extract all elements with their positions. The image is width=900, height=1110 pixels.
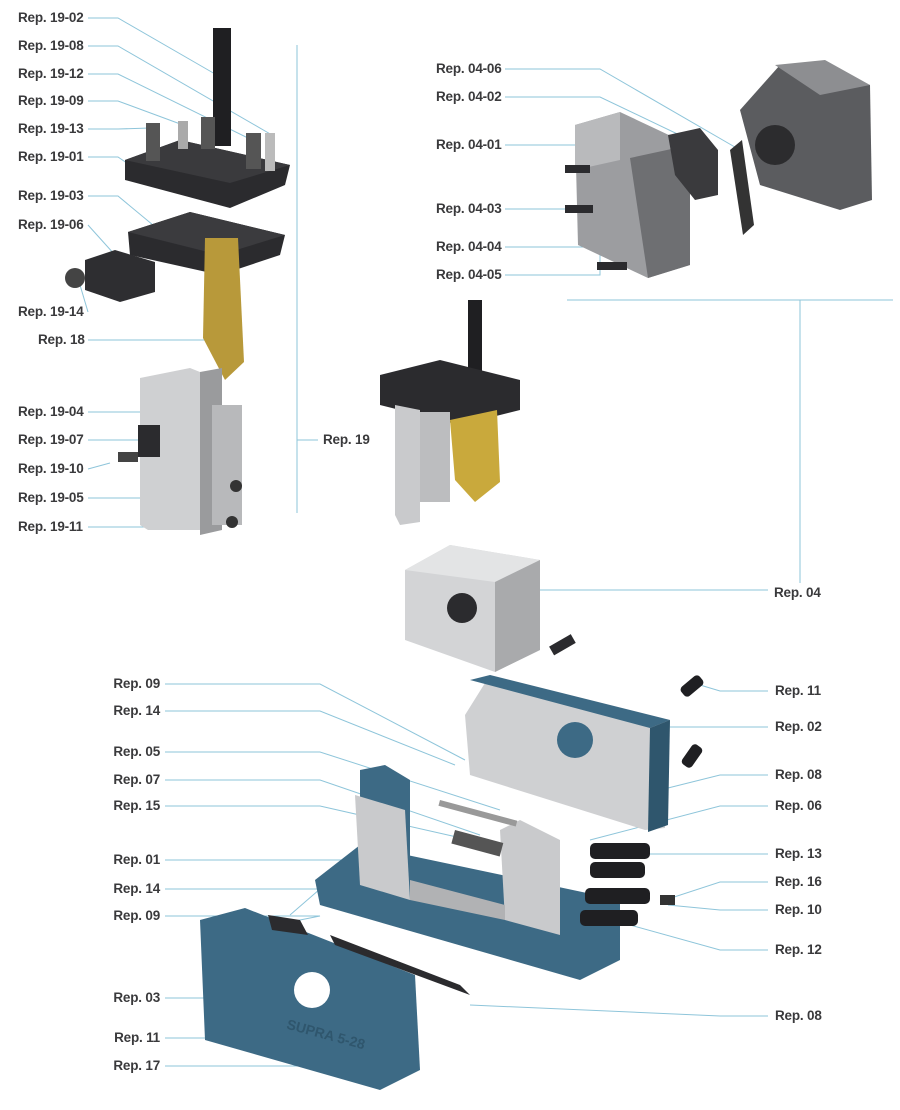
callout-label: Rep. 09	[113, 676, 160, 691]
callout-label: Rep. 19-11	[18, 519, 83, 534]
leader-line	[165, 683, 466, 761]
leader-line	[79, 284, 89, 313]
callout-label: Rep. 19-02	[18, 10, 84, 25]
leader-line	[505, 96, 691, 141]
leader-line	[88, 127, 151, 130]
callout-label: Rep. 02	[775, 719, 822, 734]
callout-label: Rep. 14	[113, 703, 160, 718]
assembly-04	[405, 545, 576, 672]
callout-label: Rep. 11	[775, 683, 821, 698]
part-19-screws	[146, 117, 275, 171]
leader-line	[165, 710, 456, 766]
part-03-jaw-plate: SUPRA 5-28	[200, 908, 420, 1090]
callout-label: Rep. 10	[775, 902, 822, 917]
callout-label: Rep. 19-04	[18, 404, 84, 419]
leader-line	[88, 17, 223, 79]
leader-line	[505, 270, 601, 276]
callout-label: Rep. 04-05	[436, 267, 502, 282]
callout-label: Rep. 08	[775, 1008, 822, 1023]
leader-line	[87, 224, 116, 256]
callout-label: Rep. 13	[775, 846, 822, 861]
part-04-06-plate	[730, 140, 754, 235]
part-08-09-gibs	[268, 915, 470, 995]
part-18-blade	[203, 238, 244, 380]
part-19-06-block	[65, 250, 155, 302]
callout-label: Rep. 04-01	[436, 137, 502, 152]
callout-label: Rep. 19-05	[18, 490, 84, 505]
callout-label: Rep. 19-06	[18, 217, 84, 232]
callout-label: Rep. 17	[113, 1058, 160, 1073]
part-04-01-block	[565, 112, 690, 278]
part-19-bracket-line	[296, 45, 893, 583]
leader-line	[664, 881, 768, 901]
callout-label: Rep. 04	[774, 585, 821, 600]
leader-line	[667, 904, 768, 911]
callout-label: Rep. 19-13	[18, 121, 84, 136]
part-19-04-body	[118, 368, 242, 535]
part-04-02-pad	[668, 128, 718, 200]
callout-label: Rep. 14	[113, 881, 160, 896]
leader-line	[165, 779, 481, 836]
callout-label: Rep. 04-02	[436, 89, 502, 104]
callout-label: Rep. 19-09	[18, 93, 84, 108]
leader-line	[629, 924, 768, 951]
callout-label: Rep. 19-12	[18, 66, 84, 81]
leader-line	[165, 751, 501, 811]
part-13-12-screws	[580, 843, 675, 926]
callout-label: Rep. 16	[775, 874, 822, 889]
callout-label: Rep. 01	[113, 852, 160, 867]
callout-label: Rep. 04-03	[436, 201, 502, 216]
callout-label: Rep. 08	[775, 767, 822, 782]
callout-label: Rep. 09	[113, 908, 160, 923]
callout-label: Rep. 11	[114, 1030, 160, 1045]
assembly-19	[380, 300, 520, 525]
part-19-02-stud	[213, 28, 231, 146]
callout-label: Rep. 04-04	[436, 239, 502, 254]
callout-label: Rep. 19-01	[18, 149, 84, 164]
callout-label: Rep. 04-06	[436, 61, 502, 76]
callout-label: Rep. 19-03	[18, 188, 84, 203]
leader-line	[589, 805, 768, 841]
callout-label: Rep. 19-07	[18, 432, 84, 447]
part-04-housing	[740, 60, 872, 210]
callout-label: Rep. 12	[775, 942, 822, 957]
callout-label: Rep. 03	[113, 990, 160, 1005]
callout-label: Rep. 15	[113, 798, 160, 813]
leader-line	[165, 805, 471, 841]
part-02-jaw-plate	[465, 675, 704, 832]
callout-label: Rep. 19	[323, 432, 370, 447]
callout-label: Rep. 19-14	[18, 304, 84, 319]
leader-line	[505, 246, 601, 262]
leader-line	[88, 100, 184, 126]
leader-line	[469, 1004, 768, 1017]
callout-label: Rep. 19-08	[18, 38, 84, 53]
leader-line	[88, 195, 166, 236]
callout-label: Rep. 05	[113, 744, 160, 759]
part-01-base	[315, 765, 620, 980]
leader-line	[505, 68, 741, 151]
callout-label: Rep. 07	[113, 772, 160, 787]
callout-label: Rep. 18	[38, 332, 85, 347]
callout-label: Rep. 06	[775, 798, 822, 813]
leader-line	[87, 462, 111, 470]
leader-line	[699, 684, 768, 692]
callout-label: Rep. 19-10	[18, 461, 84, 476]
